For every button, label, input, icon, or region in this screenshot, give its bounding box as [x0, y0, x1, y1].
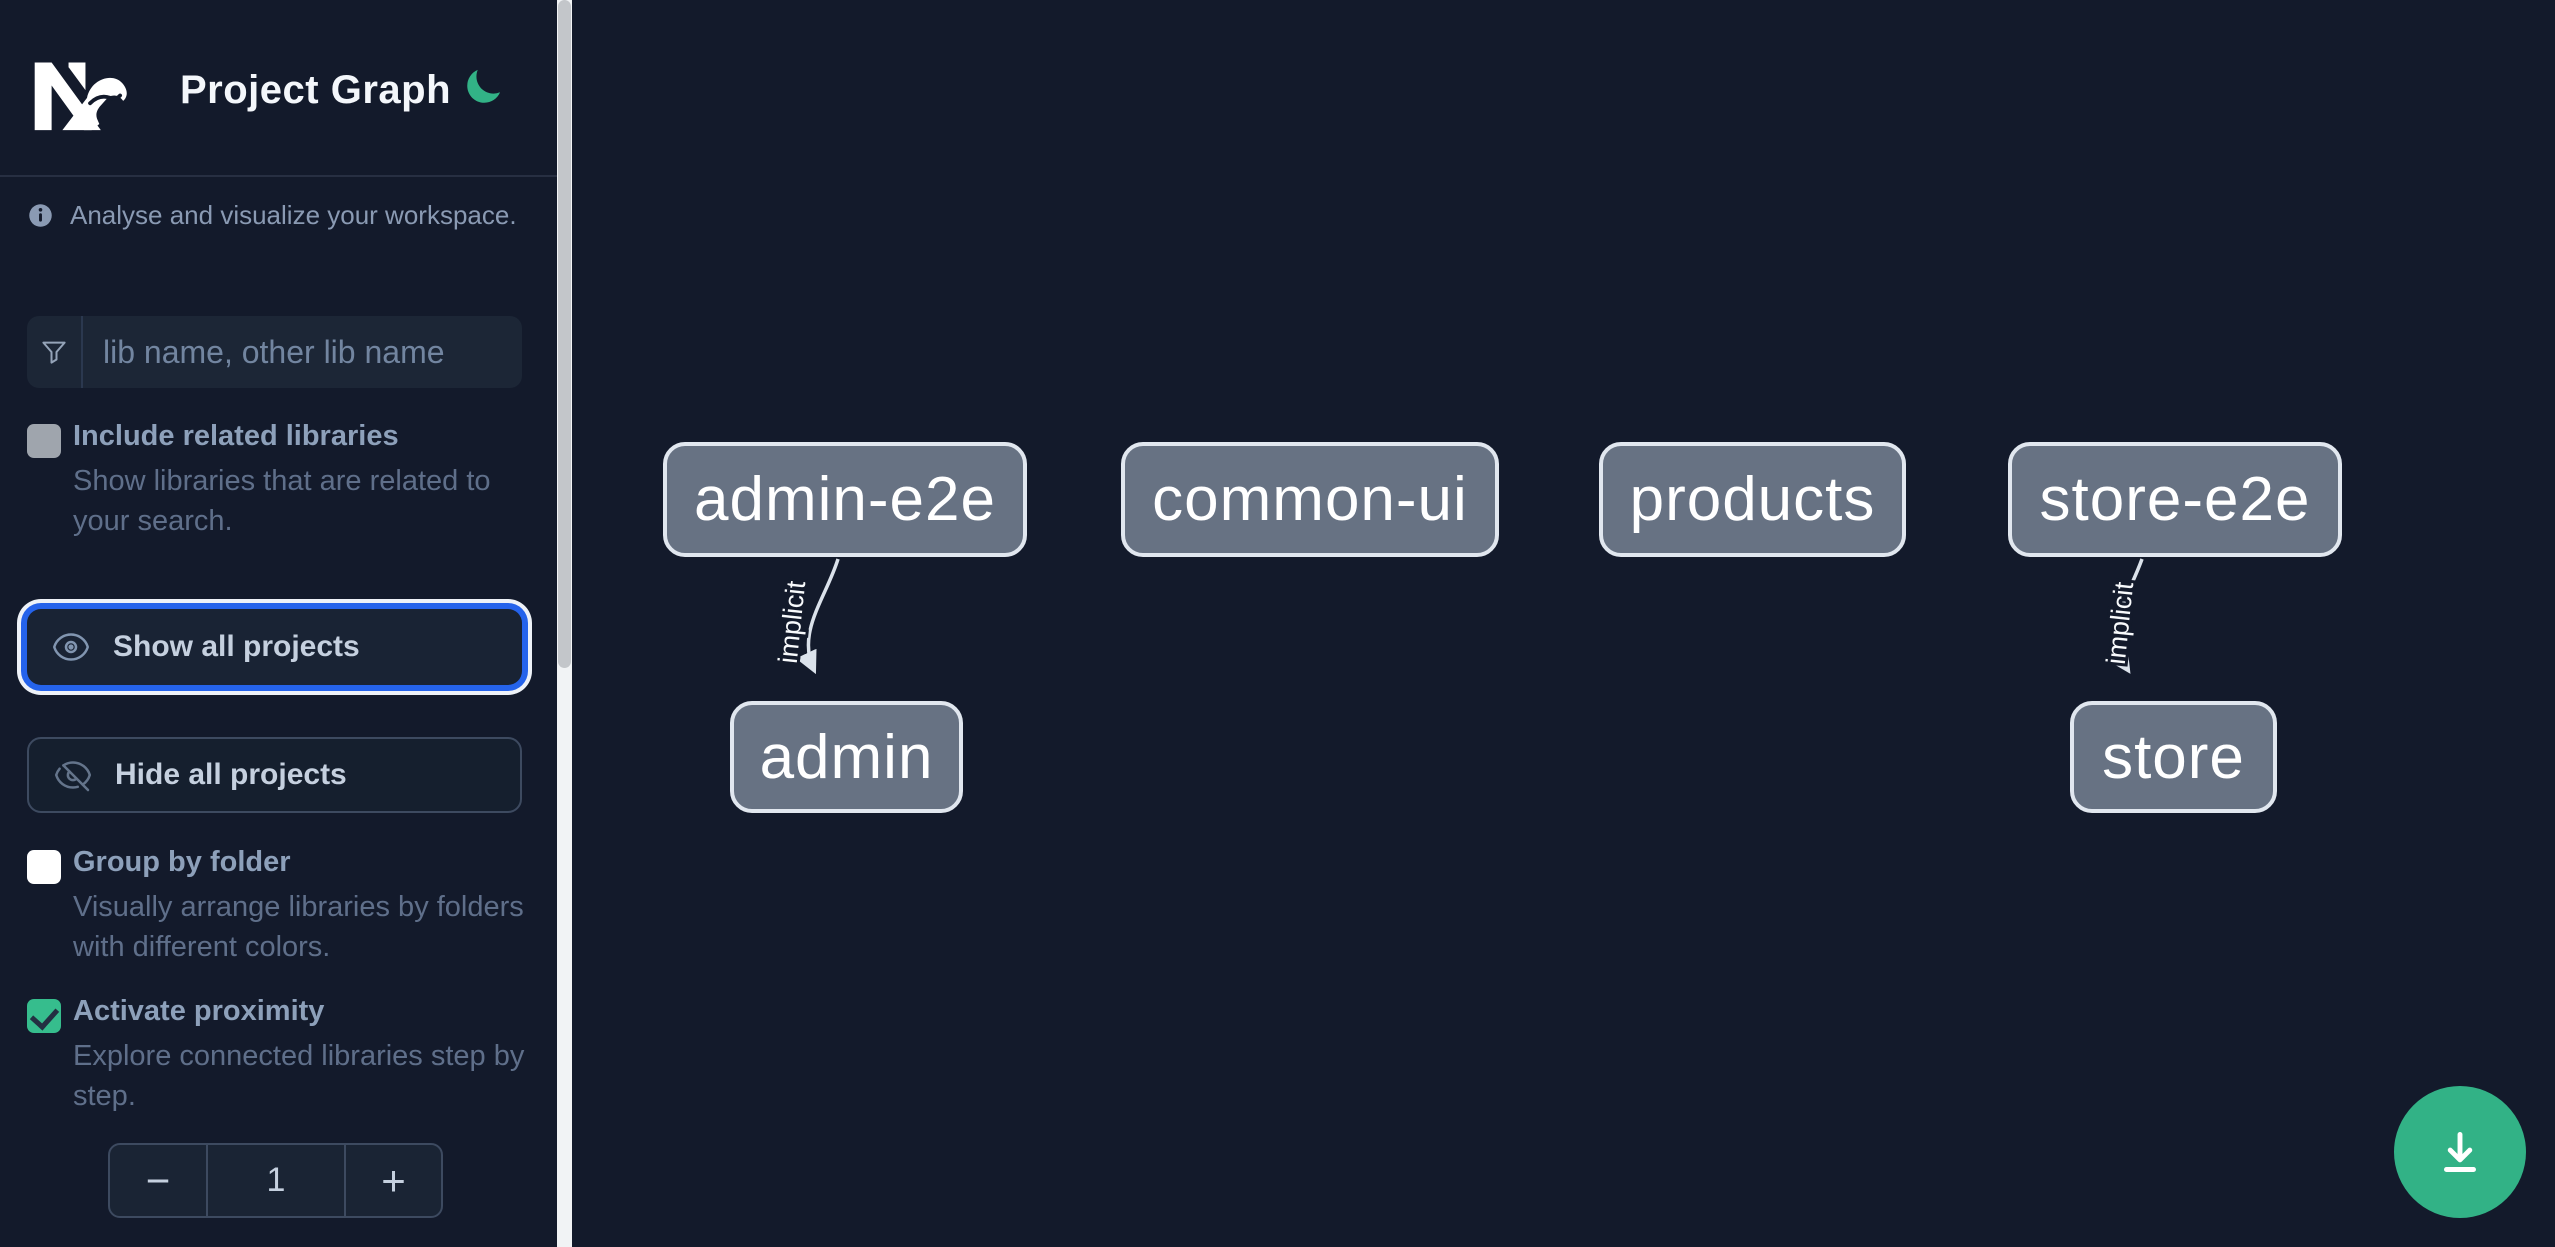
graph-node-store[interactable]: store [2070, 701, 2277, 813]
subtitle-text: Analyse and visualize your workspace. [70, 200, 517, 230]
filter-funnel-cell [27, 316, 83, 388]
edge-admin-e2e-to-admin[interactable] [795, 558, 840, 675]
include-related-checkbox[interactable] [27, 424, 61, 458]
include-related-description: Show libraries that are related to your … [73, 465, 491, 537]
eye-icon [53, 633, 89, 661]
activate-proximity-description: Explore connected libraries step by step… [73, 1040, 525, 1112]
proximity-value: 1 [266, 1161, 286, 1199]
page-title: Project Graph [180, 68, 452, 112]
group-by-folder-checkbox[interactable] [27, 850, 61, 884]
graph-node-products[interactable]: products [1599, 442, 1906, 557]
download-graph-button[interactable] [2394, 1086, 2526, 1218]
hide-all-projects-button[interactable]: Hide all projects [27, 737, 522, 813]
theme-toggle-button[interactable] [456, 60, 510, 114]
workspace-subtitle: Analyse and visualize your workspace. [27, 200, 527, 231]
project-filter [27, 316, 522, 388]
option-group-by-folder: Group by folder Visually arrange librari… [27, 846, 527, 967]
activate-proximity-checkbox[interactable] [27, 999, 61, 1033]
info-icon [29, 204, 52, 227]
show-all-projects-button[interactable]: Show all projects [27, 609, 522, 685]
moon-icon [467, 69, 501, 103]
nx-logo [34, 62, 127, 131]
search-input[interactable] [83, 316, 522, 388]
sidebar: Project Graph Analyse and visualize your… [0, 0, 557, 1247]
proximity-increment-button[interactable]: + [344, 1145, 441, 1216]
sidebar-header: Project Graph [0, 0, 557, 177]
group-by-folder-label: Group by folder [73, 846, 291, 878]
graph-node-common-ui[interactable]: common-ui [1121, 442, 1499, 557]
download-icon [2444, 1132, 2476, 1172]
proximity-stepper: − 1 + [108, 1143, 443, 1218]
activate-proximity-label: Activate proximity [73, 995, 325, 1027]
edge-label-implicit: implicit [2101, 580, 2140, 666]
proximity-decrement-button[interactable]: − [110, 1145, 208, 1216]
sidebar-scrollbar-track[interactable] [557, 0, 572, 1247]
edge-label-implicit: implicit [773, 579, 812, 665]
show-all-projects-label: Show all projects [113, 630, 360, 663]
edge-store-e2e-to-store[interactable] [2108, 558, 2144, 674]
graph-node-admin[interactable]: admin [730, 701, 963, 813]
graph-node-admin-e2e[interactable]: admin-e2e [663, 442, 1027, 557]
include-related-label: Include related libraries [73, 420, 399, 452]
funnel-icon [42, 341, 66, 364]
option-activate-proximity: Activate proximity Explore connected lib… [27, 995, 527, 1116]
eye-slash-icon [54, 761, 92, 792]
option-include-related: Include related libraries Show libraries… [27, 420, 527, 541]
graph-canvas[interactable]: implicit implicit admin-e2e common-ui pr… [572, 0, 2555, 1247]
group-by-folder-description: Visually arrange libraries by folders wi… [73, 891, 524, 963]
graph-node-store-e2e[interactable]: store-e2e [2008, 442, 2342, 557]
sidebar-scrollbar-thumb[interactable] [558, 0, 571, 668]
hide-all-projects-label: Hide all projects [115, 758, 347, 791]
